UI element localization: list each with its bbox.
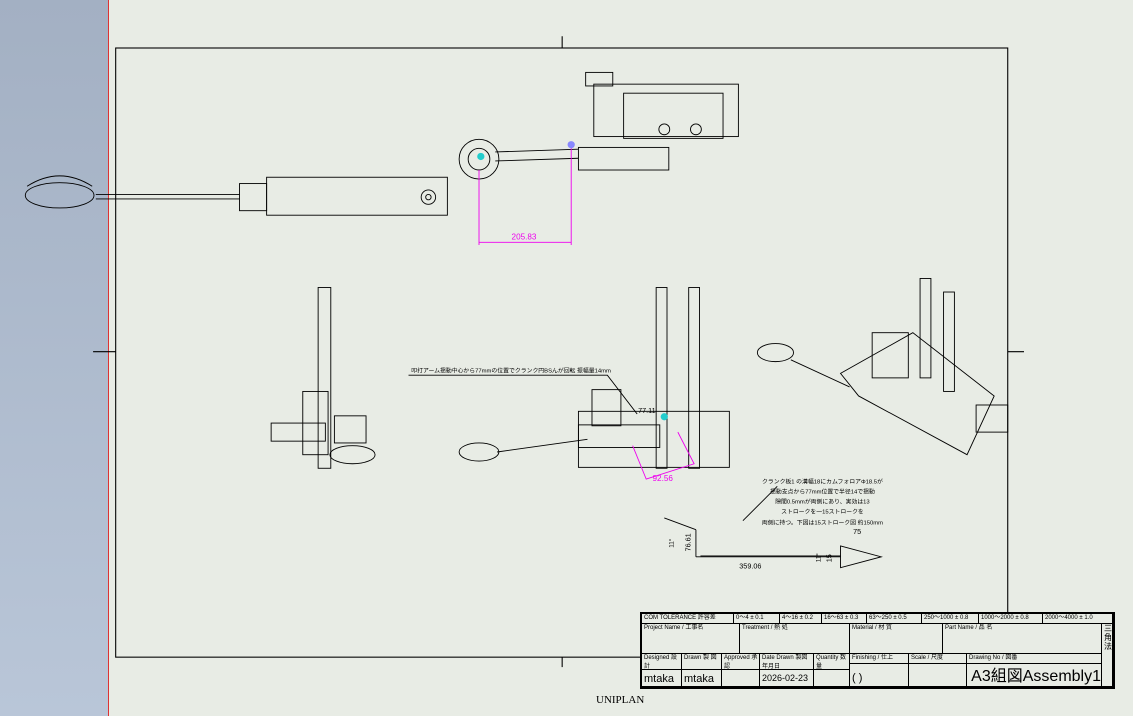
title-block-cell: 2026-02-23 [760,670,814,687]
title-block-cell [814,670,850,687]
title-block-cell: Designed 設 計 [642,654,682,670]
svg-text:359.06: 359.06 [739,562,761,571]
dim-middle: 92.56 [653,474,674,483]
title-block-cell: Project Name / 工事名 [642,624,740,654]
side-view [270,287,376,469]
svg-text:隙間0.5mmが両側にあり、実効は13: 隙間0.5mmが両側にあり、実効は13 [775,498,870,506]
svg-text:両側に持つ。下図は15ストローク図 約150mm: 両側に持つ。下図は15ストローク図 約150mm [762,518,883,526]
svg-text:揺動支点から77mm位置で半径14で揺動: 揺動支点から77mm位置で半径14で揺動 [770,488,875,496]
title-block-cell: Material / 材 質 [850,624,943,654]
title-block-cell: ( ) [850,664,909,687]
left-panel [0,0,109,716]
title-block-cell [722,670,760,687]
svg-text:11°: 11° [667,538,675,548]
sheet-border [115,47,1009,658]
title-block-cell: COM TOLERANCE 許容差 [642,614,734,624]
drawing-sheet[interactable]: 205.83 92.56 77.11 叩打アーム揺動中心から77mmの位置でクラ… [24,0,1133,716]
title-block-cell: 0〜4 ± 0.1 [734,614,780,624]
dim-small: 77.11 [638,406,656,415]
title-block-cell: 1000〜2000 ± 0.8 [979,614,1043,624]
title-block-cell: Date Drawn 製図年月日 [760,654,814,670]
title-block-cell: Treatment / 熱 処 [740,624,850,654]
title-block-cell: 三角法 [1102,624,1113,687]
svg-text:ストロークを一15ストロークを: ストロークを一15ストロークを [781,508,864,515]
svg-text:クランク板1 の溝幅18にカムフォロアΦ18.5が: クランク板1 の溝幅18にカムフォロアΦ18.5が [762,478,883,486]
title-block-cell: Finishing / 仕上 [850,654,909,664]
title-block-cell: 250〜1000 ± 0.8 [922,614,979,624]
title-block: COM TOLERANCE 許容差 0〜4 ± 0.1 4〜16 ± 0.2 1… [640,612,1115,689]
isometric-view [756,278,1009,456]
title-block-cell: mtaka [682,670,722,687]
title-block-cell: 16〜63 ± 0.3 [822,614,867,624]
svg-text:11°: 11° [815,553,823,563]
title-block-cell: 4〜16 ± 0.2 [780,614,822,624]
title-block-cell: mtaka [642,670,682,687]
title-block-cell [909,664,967,687]
note-right: クランク板1 の溝幅18にカムフォロアΦ18.5が 揺動支点から77mm位置で半… [762,478,883,527]
footer-label: UNIPLAN [596,694,645,706]
title-block-cell: 2000〜4000 ± 1.0 [1043,614,1113,624]
title-block-cell: Scale / 尺度 [909,654,967,664]
title-block-cell: Part Name / 品 名 [943,624,1102,654]
drawing-canvas: 205.83 92.56 77.11 叩打アーム揺動中心から77mmの位置でクラ… [24,36,1024,668]
dim-top: 205.83 [512,233,537,242]
top-dimension [478,144,572,246]
svg-text:75: 75 [853,527,861,536]
title-block-cell: Drawing No / 図番 [967,654,1102,664]
title-block-cell: Approved 承 認 [722,654,760,670]
title-block-cell: 63〜250 ± 0.5 [867,614,922,624]
top-view [24,71,739,216]
stroke-diagram [664,517,883,569]
svg-text:76.61: 76.61 [683,533,692,551]
title-block-cell: Drawn 製 図 [682,654,722,670]
svg-text:15: 15 [824,554,833,562]
note-left: 叩打アーム揺動中心から77mmの位置でクランク円BSんが回転 振幅量14mm [411,366,611,374]
title-block-cell: Quantity 数 量 [814,654,850,670]
front-view [408,287,778,522]
drawing-number: A3組図Assembly1 [967,664,1102,687]
